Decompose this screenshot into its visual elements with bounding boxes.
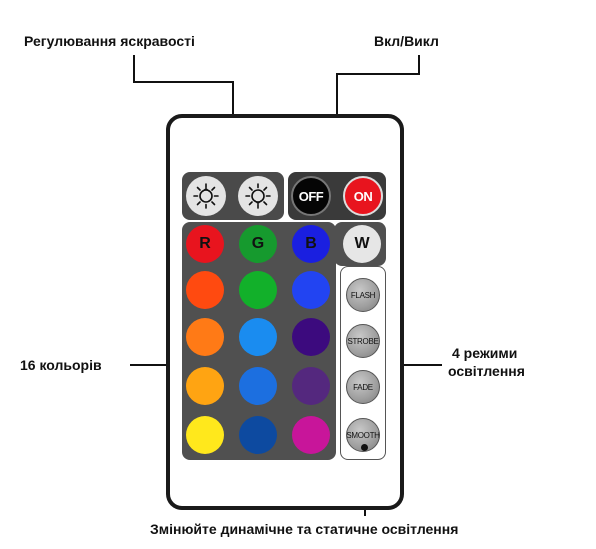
color-button-navy[interactable] <box>239 416 277 454</box>
brightness-down-button[interactable] <box>238 176 278 216</box>
brightness-up-button[interactable] <box>186 176 226 216</box>
color-button-azure[interactable] <box>239 367 277 405</box>
color-button-bright-green[interactable] <box>239 271 277 309</box>
dynamic-annotation: Змінюйте динамічне та статичне освітленн… <box>150 521 459 537</box>
on-button[interactable]: ON <box>343 176 383 216</box>
color-button-sky-blue[interactable] <box>239 318 277 356</box>
brightness-leader-horizontal <box>133 81 234 83</box>
flash-button-label: FLASH <box>350 290 376 300</box>
modes-leader <box>386 364 442 366</box>
green-button[interactable]: G <box>239 225 277 263</box>
color-button-indigo[interactable] <box>292 318 330 356</box>
color-button-orange[interactable] <box>186 318 224 356</box>
brightness-down-icon <box>245 183 271 209</box>
smooth-button-label: SMOOTH <box>346 430 380 440</box>
power-annotation: Вкл/Викл <box>374 33 439 49</box>
strobe-button[interactable]: STROBE <box>346 324 380 358</box>
white-button[interactable]: W <box>343 225 381 263</box>
brightness-annotation: Регулювання яскравості <box>24 33 195 49</box>
white-button-label: W <box>354 235 370 252</box>
fade-button-label: FADE <box>353 382 373 392</box>
off-button[interactable]: OFF <box>291 176 331 216</box>
color-button-magenta[interactable] <box>292 416 330 454</box>
color-button-yellow[interactable] <box>186 416 224 454</box>
red-button[interactable]: R <box>186 225 224 263</box>
fade-button[interactable]: FADE <box>346 370 380 404</box>
dynamic-leader-dot <box>361 444 368 451</box>
colors-leader <box>130 364 190 366</box>
power-leader-vertical-1 <box>418 55 420 75</box>
modes-annotation-line2: освітлення <box>448 363 525 379</box>
strobe-button-label: STROBE <box>347 336 379 346</box>
brightness-up-icon <box>193 183 219 209</box>
on-button-label: ON <box>353 188 373 204</box>
green-button-label: G <box>251 235 265 252</box>
off-button-label: OFF <box>298 188 324 204</box>
flash-button[interactable]: FLASH <box>346 278 380 312</box>
blue-button-label: B <box>305 235 317 252</box>
red-button-label: R <box>199 235 211 252</box>
blue-button[interactable]: B <box>292 225 330 263</box>
color-button-purple[interactable] <box>292 367 330 405</box>
colors-annotation: 16 кольорів <box>20 357 102 373</box>
power-leader-horizontal <box>336 73 420 75</box>
color-button-red-orange[interactable] <box>186 271 224 309</box>
color-button-royal-blue[interactable] <box>292 271 330 309</box>
brightness-leader-vertical-1 <box>133 55 135 82</box>
color-button-amber[interactable] <box>186 367 224 405</box>
modes-annotation-line1: 4 режими <box>452 345 518 361</box>
